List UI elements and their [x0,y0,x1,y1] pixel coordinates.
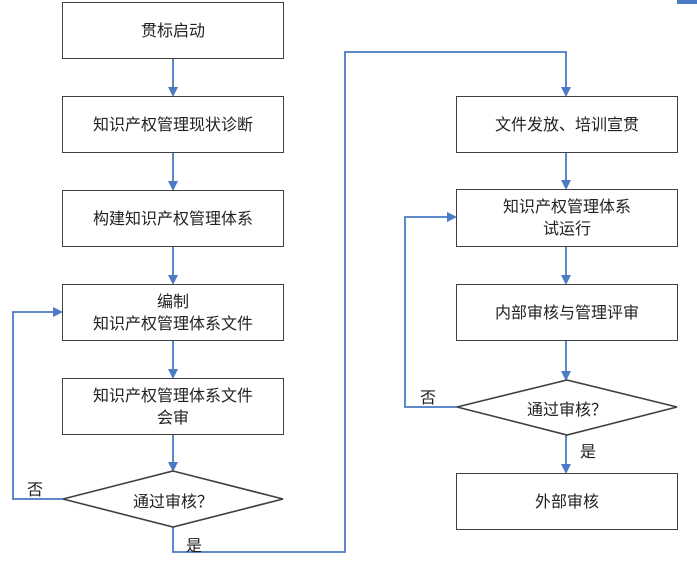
step-text: 贯标启动 [140,20,205,40]
decision-text-left: 通过审核？ [132,492,213,511]
step-external-audit: 外部审核 [456,473,678,530]
arrow-right-no-loop [404,212,457,408]
decision-diamond-left [62,470,284,528]
decision-diamond-right [456,379,678,436]
step-text: 外部审核 [534,491,599,511]
step-distribute-train: 文件发放、培训宣贯 [456,96,678,153]
step-kickoff: 贯标启动 [62,2,284,59]
step-text: 知识产权管理体系 [502,197,631,216]
step-internal-audit: 内部审核与管理评审 [456,284,678,341]
step-text: 编制 [156,291,189,311]
step-text: 构建知识产权管理体系 [92,208,253,228]
step-diagnosis: 知识产权管理现状诊断 [62,96,284,153]
step-text: 知识产权管理体系文件 [92,313,253,333]
step-review-docs: 知识产权管理体系文件 会审 [62,378,284,435]
no-label-left: 否 [27,480,44,499]
step-text: 文件发放、培训宣贯 [494,114,639,134]
step-text: 知识产权管理体系文件 [92,385,253,405]
yes-label-left: 是 [186,536,203,555]
decision-text-right: 通过审核？ [526,400,607,419]
arrow-left-no-loop [12,307,63,500]
step-text: 内部审核与管理评审 [494,302,639,322]
step-compile-docs: 编制 知识产权管理体系文件 [62,284,284,341]
no-label-right: 否 [420,388,437,407]
step-text: 会审 [156,407,189,427]
corner-accent [677,0,697,4]
step-trial-run: 知识产权管理体系 试运行 [456,189,678,247]
arrow-left-yes-to-right [172,51,571,553]
yes-label-right: 是 [580,442,597,461]
step-build-system: 构建知识产权管理体系 [62,190,284,247]
step-text: 知识产权管理现状诊断 [92,114,253,134]
step-text: 试运行 [542,219,591,238]
